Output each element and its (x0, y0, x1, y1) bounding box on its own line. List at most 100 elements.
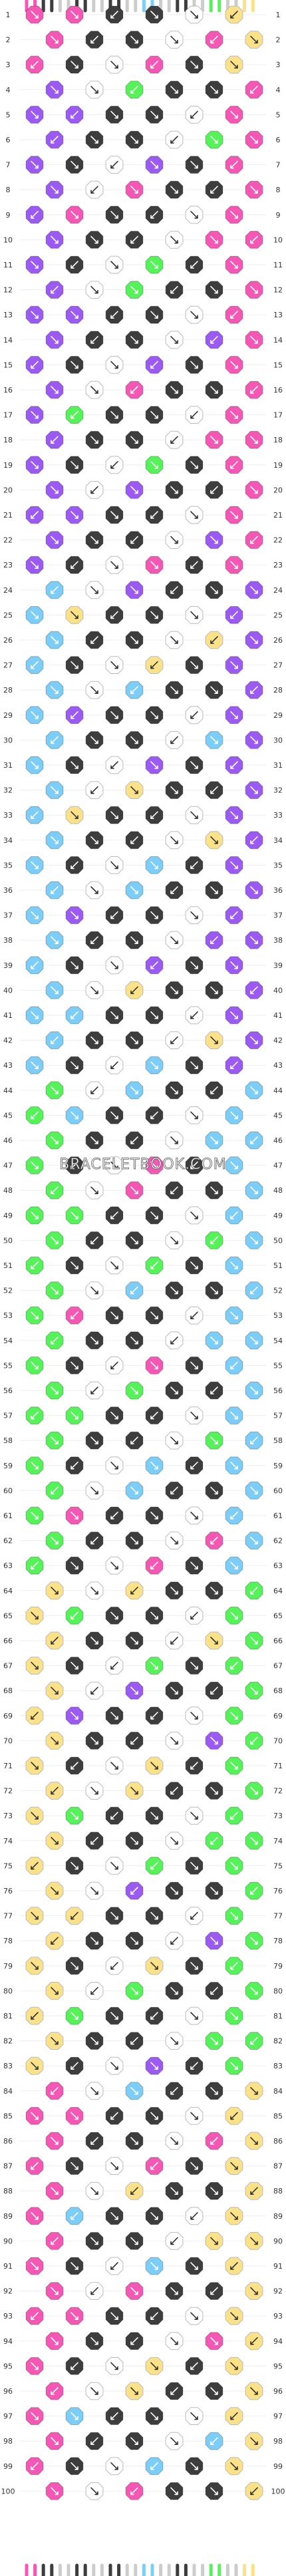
knot-arrow-icon (51, 1637, 59, 1645)
knot-arrow-icon (51, 586, 59, 594)
row-number-left: 96 (3, 2387, 13, 2396)
knot-arrow-icon (230, 1161, 238, 1170)
knot-arrow-icon (110, 1561, 118, 1569)
row-number-left: 65 (3, 1611, 13, 1620)
row-number-left: 43 (3, 1061, 13, 1070)
row-number-right: 33 (273, 811, 283, 820)
knot-arrow-icon (250, 1987, 258, 1995)
knot-arrow-icon (230, 1512, 238, 1520)
knot-arrow-icon (190, 1061, 198, 1069)
knot-arrow-icon (51, 1286, 59, 1295)
knot-arrow-icon (230, 1311, 238, 1319)
row-number-left: 82 (3, 2037, 13, 2046)
knot-arrow-icon (210, 35, 218, 44)
knot-arrow-icon (230, 2312, 238, 2320)
knot-arrow-icon (190, 1111, 198, 1120)
knot-arrow-icon (190, 1512, 198, 1520)
knot-arrow-icon (170, 2337, 178, 2345)
knot-arrow-icon (110, 461, 118, 469)
knot-arrow-icon (110, 611, 118, 619)
knot-arrow-icon (71, 2312, 78, 2320)
row-number-left: 24 (3, 586, 13, 595)
knot-arrow-icon (71, 311, 78, 319)
knot-arrow-icon (210, 2237, 218, 2245)
knot-arrow-icon (190, 1911, 198, 1920)
knot-arrow-icon (51, 336, 59, 344)
knot-arrow-icon (130, 1786, 138, 1795)
knot-arrow-icon (230, 1111, 238, 1120)
row-number-right: 15 (273, 361, 283, 369)
knot-arrow-icon (210, 1337, 218, 1345)
knot-arrow-icon (31, 711, 39, 719)
knot-arrow-icon (170, 436, 178, 444)
knot-arrow-icon (130, 1086, 138, 1094)
knot-arrow-icon (51, 236, 59, 244)
row-number-left: 56 (3, 1386, 13, 1395)
row-number-left: 69 (3, 1712, 13, 1720)
knot-arrow-icon (130, 1887, 138, 1895)
row-number-right: 9 (276, 211, 281, 220)
row-number-right: 93 (273, 2312, 283, 2321)
row-number-left: 33 (3, 811, 13, 820)
row-number-right: 5 (276, 110, 281, 119)
knot-arrow-icon (130, 1937, 138, 1945)
knot-arrow-icon (110, 2312, 118, 2320)
knot-arrow-icon (190, 1462, 198, 1470)
row-number-right: 79 (273, 1962, 283, 1971)
row-number-left: 60 (3, 1486, 13, 1495)
row-number-right: 49 (273, 1211, 283, 1220)
row-number-left: 31 (3, 761, 13, 770)
knot-arrow-icon (130, 1337, 138, 1345)
knot-arrow-icon (110, 711, 118, 719)
knot-arrow-icon (230, 911, 238, 919)
row-number-right: 6 (276, 136, 281, 144)
knot-arrow-icon (170, 1687, 178, 1694)
knot-arrow-icon (230, 61, 238, 69)
row-number-right: 28 (273, 686, 283, 695)
knot-arrow-icon (190, 1611, 198, 1620)
row-number-right: 54 (273, 1337, 283, 1345)
knot-arrow-icon (210, 1887, 218, 1895)
row-number-left: 6 (6, 136, 11, 144)
row-number-left: 64 (3, 1587, 13, 1595)
row-number-right: 69 (273, 1712, 283, 1720)
knot-arrow-icon (51, 686, 59, 694)
knot-arrow-icon (31, 1311, 39, 1319)
knot-arrow-icon (150, 61, 158, 69)
knot-arrow-icon (90, 886, 98, 894)
knot-arrow-icon (250, 1136, 258, 1144)
knot-arrow-icon (31, 1061, 39, 1069)
knot-arrow-icon (250, 2036, 258, 2045)
knot-arrow-icon (250, 2087, 258, 2095)
knot-arrow-icon (150, 1962, 158, 1970)
knot-arrow-icon (230, 1611, 238, 1620)
row-number-right: 74 (273, 1837, 283, 1846)
knot-arrow-icon (130, 2337, 138, 2345)
knot-arrow-icon (110, 1611, 118, 1620)
knot-arrow-icon (130, 1736, 138, 1745)
knot-arrow-icon (230, 1861, 238, 1870)
knot-arrow-icon (190, 1861, 198, 1870)
knot-arrow-icon (31, 1361, 39, 1370)
knot-arrow-icon (210, 1987, 218, 1995)
knot-arrow-icon (210, 86, 218, 94)
row-number-right: 16 (273, 386, 283, 395)
row-number-right: 30 (273, 736, 283, 744)
knot-arrow-icon (190, 361, 198, 369)
row-number-left: 99 (3, 2462, 13, 2471)
row-number-right: 65 (273, 1611, 283, 1620)
knot-arrow-icon (90, 2337, 98, 2345)
knot-arrow-icon (51, 1937, 59, 1945)
row-number-right: 72 (273, 1787, 283, 1796)
knot-arrow-icon (250, 2487, 258, 2496)
knot-arrow-icon (190, 2162, 198, 2170)
knot-arrow-icon (250, 486, 258, 494)
knot-arrow-icon (90, 2237, 98, 2245)
row-number-right: 22 (273, 536, 283, 545)
knot-arrow-icon (210, 486, 218, 494)
knot-arrow-icon (71, 1011, 78, 1019)
knot-arrow-icon (230, 1911, 238, 1920)
knot-arrow-icon (71, 1211, 78, 1219)
knot-arrow-icon (31, 2012, 39, 2020)
knot-arrow-icon (230, 1561, 238, 1569)
